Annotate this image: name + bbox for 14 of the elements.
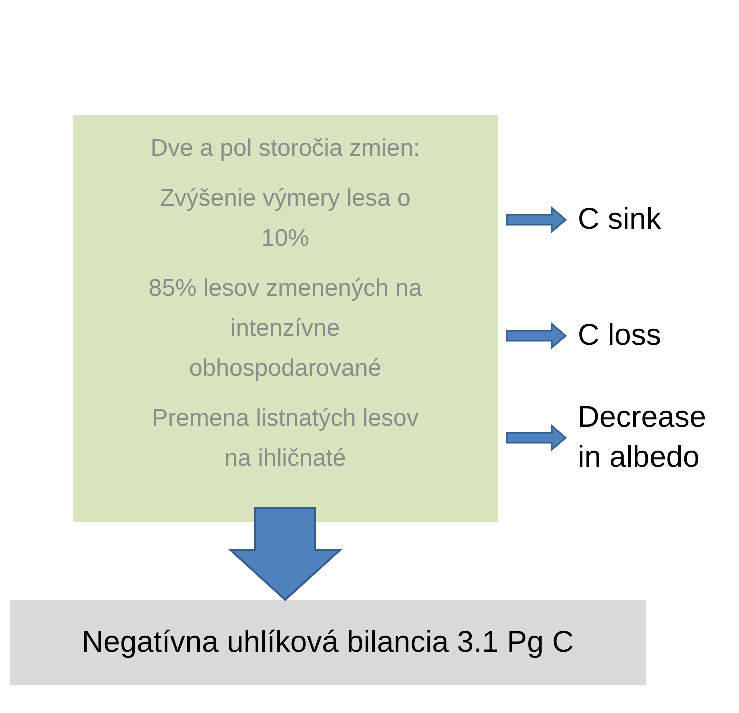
node-text: Dve a pol storočia zmien: bbox=[150, 134, 422, 164]
node-text: Premena listnatých lesov na ihličnaté bbox=[151, 404, 420, 474]
label-text: C sink bbox=[578, 200, 728, 240]
node-text: Zvýšenie výmery lesa o 10% bbox=[159, 184, 412, 254]
block-arrow bbox=[506, 424, 568, 452]
label-text: Decrease in albedo bbox=[578, 398, 736, 478]
node-text: Negatívna uhlíková bilancia 3.1 Pg C bbox=[82, 624, 574, 660]
label-text: C loss bbox=[578, 316, 728, 356]
result-box bbox=[10, 600, 646, 685]
node-text: 85% lesov zmenených na intenzívne obhospodarované bbox=[148, 274, 424, 384]
block-arrow bbox=[228, 507, 344, 602]
process-box bbox=[73, 115, 498, 522]
block-arrow bbox=[506, 206, 568, 234]
block-arrow bbox=[506, 322, 568, 350]
